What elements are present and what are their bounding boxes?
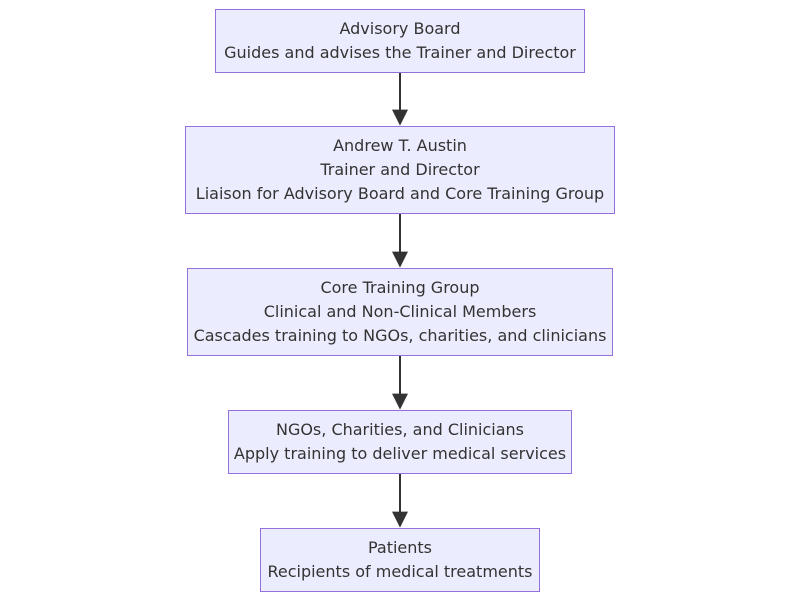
node-trainer-director-desc: Liaison for Advisory Board and Core Trai… [195,184,605,203]
node-core-training-group-desc: Cascades training to NGOs, charities, an… [193,326,607,345]
node-trainer-director[interactable]: Andrew T. Austin Trainer and Director Li… [185,126,615,214]
node-patients-title: Patients [367,538,433,557]
node-patients[interactable]: Patients Recipients of medical treatment… [260,528,540,592]
node-trainer-director-name: Andrew T. Austin [333,136,467,155]
node-ngos-desc: Apply training to deliver medical servic… [233,444,567,463]
node-advisory-board-title: Advisory Board [339,19,461,38]
node-patients-desc: Recipients of medical treatments [267,562,533,581]
node-ngos-charities-clinicians[interactable]: NGOs, Charities, and Clinicians Apply tr… [228,410,572,474]
node-core-training-group-title: Core Training Group [320,278,480,297]
node-ngos-title: NGOs, Charities, and Clinicians [275,420,525,439]
node-advisory-board[interactable]: Advisory Board Guides and advises the Tr… [215,9,585,73]
node-advisory-board-desc: Guides and advises the Trainer and Direc… [224,43,576,62]
node-core-training-group-members: Clinical and Non-Clinical Members [263,302,537,321]
node-trainer-director-role: Trainer and Director [320,160,480,179]
node-core-training-group[interactable]: Core Training Group Clinical and Non-Cli… [187,268,613,356]
